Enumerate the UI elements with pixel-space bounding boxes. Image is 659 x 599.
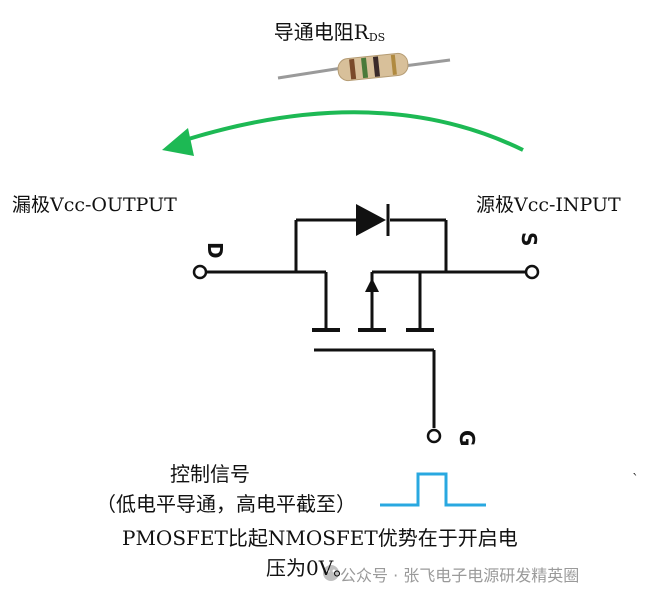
source-label: 源极Vcc-INPUT bbox=[476, 194, 621, 216]
title-main: 导通电阻R bbox=[273, 20, 369, 44]
pin-g-label: G bbox=[455, 430, 479, 446]
drain-terminal bbox=[192, 264, 208, 280]
resistor-icon bbox=[277, 52, 451, 82]
source-terminal bbox=[524, 264, 540, 280]
pin-d-label: D bbox=[203, 242, 227, 259]
circuit-wires bbox=[206, 218, 526, 428]
control-signal-title: 控制信号 bbox=[170, 462, 250, 486]
advantage-text-line1: PMOSFET比起NMOSFET优势在于开启电 bbox=[122, 526, 518, 550]
control-signal-note: （低电平导通，高电平截至） bbox=[96, 492, 356, 516]
gate-terminal bbox=[426, 428, 442, 444]
diode-icon bbox=[356, 204, 390, 236]
body-arrow-icon bbox=[365, 278, 379, 292]
resistor-title: 导通电阻RDS bbox=[0, 16, 659, 45]
title-subscript: DS bbox=[368, 31, 386, 44]
wechat-icon bbox=[323, 565, 339, 581]
current-direction-arrow bbox=[162, 110, 524, 156]
drain-label: 漏极Vcc-OUTPUT bbox=[12, 194, 177, 216]
advantage-text-line2: 压为0V。 bbox=[266, 556, 354, 580]
stray-mark: ˋ bbox=[632, 472, 639, 488]
control-pulse-waveform bbox=[380, 472, 486, 507]
pin-s-label: S bbox=[517, 232, 541, 246]
watermark-text: 公众号 · 张飞电子电源研发精英圈 bbox=[340, 566, 580, 585]
